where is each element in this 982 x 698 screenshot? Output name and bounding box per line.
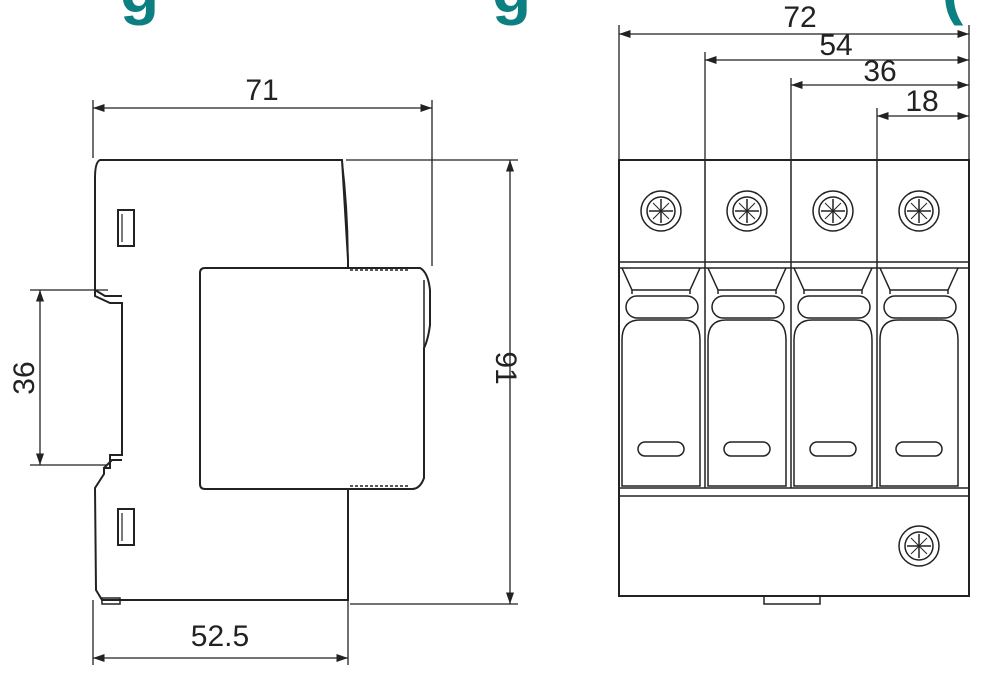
side-housing-step-top [341,159,349,261]
dim-label-52-5: 52.5 [191,620,249,653]
side-housing-outline [93,159,349,601]
module-4 [879,190,959,487]
side-front-module [348,267,431,490]
heading-fragment-left: g [120,0,159,26]
dim-label-91: 91 [489,351,522,384]
heading-fragment-right: ( [942,0,964,26]
terminal-screw-icon [812,190,854,232]
side-view [93,159,431,605]
terminal-screw-icon [898,190,940,232]
side-latch-window-bottom [117,508,135,546]
earth-terminal-screw-icon [898,525,940,567]
module-3 [793,190,873,487]
side-view-dimensions [30,100,518,665]
terminal-screw-icon [640,190,682,232]
front-bottom-foot [763,595,821,605]
dim-label-18: 18 [905,85,938,118]
dim-label-36-front: 36 [863,55,896,88]
module-4-window [895,441,943,457]
module-2-window [723,441,771,457]
cropped-heading: g g ( [120,0,964,26]
side-rail-clip-top [94,289,122,297]
dim-label-71: 71 [245,74,278,107]
front-modules [621,190,959,567]
module-3-window [809,441,857,457]
module-2 [707,190,787,487]
module-1-window [637,441,685,457]
terminal-screw-icon [726,190,768,232]
front-view [618,159,970,605]
heading-fragment-middle: g [492,0,531,26]
module-1 [621,190,701,487]
dim-label-54: 54 [819,29,852,62]
front-view-dimensions [618,25,970,160]
dim-label-36-rail: 36 [8,361,41,394]
side-latch-window-top [117,209,135,247]
side-bottom-foot [101,597,121,605]
side-rail-clip-bottom [103,459,122,469]
dim-label-72: 72 [783,1,816,34]
